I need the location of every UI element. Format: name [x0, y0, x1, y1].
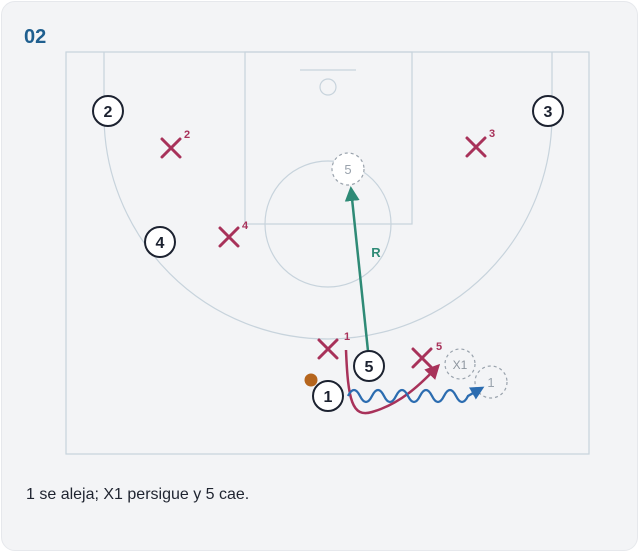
ghost-player-1: 1 — [474, 365, 508, 399]
play-caption: 1 se aleja; X1 persigue y 5 cae. — [26, 486, 250, 503]
player-label: 3 — [544, 104, 553, 121]
player-label: 1 — [324, 389, 333, 406]
defender-x2: 2 — [160, 129, 190, 159]
rim — [319, 78, 337, 96]
ghost-label: 1 — [487, 375, 494, 390]
free-throw-circle — [264, 160, 392, 288]
defender-x5: 5 — [411, 341, 442, 369]
offense-player-5: 5 — [353, 350, 385, 382]
court-lines — [65, 51, 590, 455]
defender-chase-path — [344, 349, 441, 415]
three-point-arc — [103, 52, 553, 340]
offense-player-3: 3 — [532, 95, 564, 127]
defender-x4: 4 — [218, 220, 249, 248]
ball-icon — [304, 373, 318, 387]
ghost-player-5: 5 — [331, 152, 365, 186]
defender-label: 5 — [436, 341, 442, 353]
player-label: 5 — [365, 359, 374, 376]
lane-paint — [244, 51, 413, 225]
roll-path-5 — [344, 186, 370, 352]
defender-x3: 3 — [465, 128, 495, 158]
defender-label: 2 — [184, 129, 190, 141]
defender-label: 3 — [489, 128, 495, 140]
offense-player-2: 2 — [92, 95, 124, 127]
play-number: 02 — [24, 26, 47, 48]
offense-player-1: 1 — [312, 380, 344, 412]
player-label: 4 — [156, 235, 165, 252]
dribble-path-1 — [346, 386, 485, 404]
player-label: 2 — [104, 104, 113, 121]
defender-label: 4 — [242, 220, 249, 232]
defender-x1: 1 — [317, 331, 350, 360]
roll-label: R — [371, 245, 381, 260]
ghost-label: 5 — [344, 162, 351, 177]
offense-player-4: 4 — [144, 226, 176, 258]
ghost-label: X1 — [453, 358, 468, 372]
ghost-defender-x1: X1 — [444, 348, 476, 380]
defender-label: 1 — [344, 331, 350, 343]
